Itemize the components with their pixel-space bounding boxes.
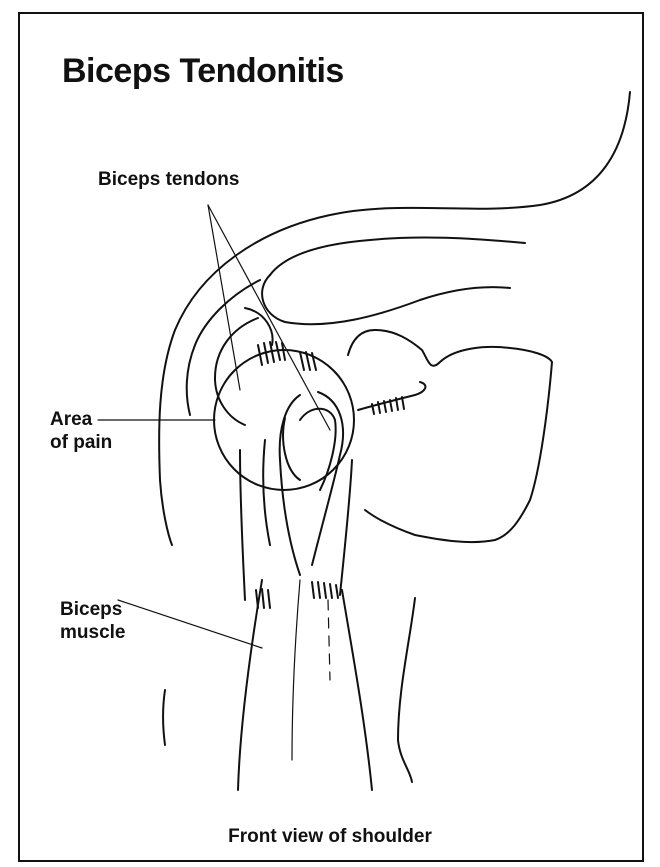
tendons-leader-1 xyxy=(208,205,240,390)
biceps-muscle-left xyxy=(238,580,262,790)
acromion xyxy=(262,275,510,324)
biceps-tendon-long-2 xyxy=(312,392,343,565)
diagram-caption: Front view of shoulder xyxy=(0,826,660,848)
scapula xyxy=(348,330,552,542)
label-biceps-muscle-line2: muscle xyxy=(60,621,125,644)
tendon-loop xyxy=(283,418,300,480)
arm-left-contour xyxy=(163,690,165,745)
arm-right-contour xyxy=(398,598,415,782)
humerus-upper-edge xyxy=(245,308,273,345)
muscle-leader xyxy=(118,600,262,648)
label-biceps-muscle-line1: Biceps xyxy=(60,598,125,621)
tendons-leader-2 xyxy=(208,205,330,430)
label-biceps-tendons-text: Biceps tendons xyxy=(98,168,239,191)
label-biceps-tendons: Biceps tendons xyxy=(98,168,239,191)
humeral-groove xyxy=(300,409,336,490)
biceps-muscle-center xyxy=(292,580,300,760)
label-area-of-pain-line2: of pain xyxy=(50,431,112,454)
humerus-shaft-right xyxy=(340,460,352,595)
shading-hatching xyxy=(256,342,404,608)
label-area-of-pain: Area of pain xyxy=(50,408,112,454)
shoulder-outer-contour xyxy=(159,92,630,545)
humerus-dashed xyxy=(328,600,330,680)
clavicle-upper xyxy=(270,237,525,275)
humerus-shaft-left xyxy=(240,450,245,600)
biceps-muscle-right xyxy=(342,590,372,790)
label-area-of-pain-line1: Area xyxy=(50,408,112,431)
biceps-tendon-long xyxy=(280,395,300,575)
label-biceps-muscle: Biceps muscle xyxy=(60,598,125,644)
biceps-tendon-short xyxy=(263,440,270,545)
